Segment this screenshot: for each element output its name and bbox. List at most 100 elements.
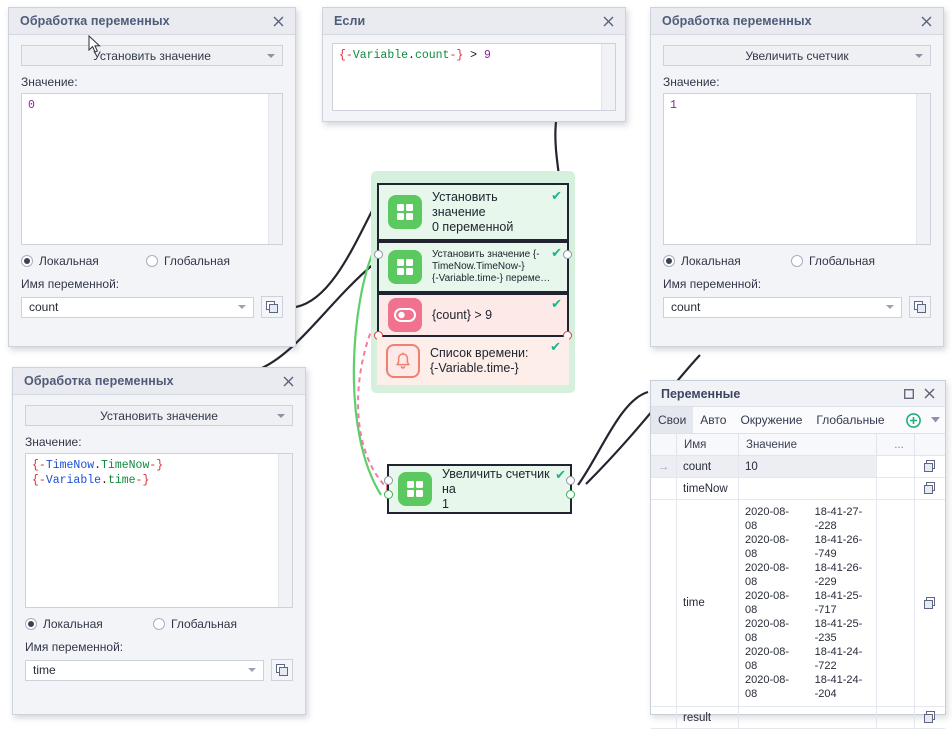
- value-input[interactable]: {-TimeNow.TimeNow-} {-Variable.time-}: [25, 453, 293, 608]
- close-icon[interactable]: [269, 12, 287, 30]
- chevron-down-icon[interactable]: [927, 407, 948, 433]
- close-icon[interactable]: [279, 372, 297, 390]
- status-check-icon: ✔: [555, 467, 566, 482]
- action-select[interactable]: Установить значение: [25, 405, 293, 426]
- maximize-icon[interactable]: [899, 385, 919, 403]
- tab-svoi[interactable]: Свои: [651, 407, 694, 433]
- flow-node-label: Установить значение {- TimeNow.TimeNow-}…: [432, 249, 551, 284]
- variables-panel-titlebar[interactable]: Переменные: [651, 381, 945, 407]
- column-header-more: ...: [877, 434, 915, 455]
- variable-name-input[interactable]: count: [21, 296, 254, 318]
- scope-radio-group[interactable]: Локальная Глобальная: [21, 254, 283, 268]
- node-port-loop-right[interactable]: [566, 490, 575, 499]
- dialog-title: Обработка переменных: [20, 14, 170, 28]
- condition-expression-input[interactable]: {-Variable.count-} > 9: [332, 43, 616, 111]
- row-current-arrow: [651, 707, 677, 728]
- copy-icon[interactable]: [271, 659, 293, 681]
- tab-globalnye[interactable]: Глобальные: [816, 413, 885, 427]
- radio-local[interactable]: Локальная: [663, 254, 791, 268]
- node-port-out-right[interactable]: [566, 476, 575, 485]
- value-input[interactable]: 1: [663, 93, 931, 245]
- radio-global-label: Глобальная: [164, 254, 230, 268]
- dialog-if-condition[interactable]: Если {-Variable.count-} > 9: [322, 7, 626, 122]
- row-more[interactable]: [877, 478, 915, 499]
- row-more[interactable]: [877, 707, 915, 728]
- radio-local[interactable]: Локальная: [21, 254, 146, 268]
- scrollbar[interactable]: [268, 94, 282, 244]
- row-name: timeNow: [677, 478, 739, 499]
- copy-icon[interactable]: [915, 456, 945, 477]
- scrollbar[interactable]: [278, 454, 292, 607]
- dialog-titlebar[interactable]: Если: [323, 8, 625, 35]
- action-select[interactable]: Установить значение: [21, 45, 283, 66]
- row-current-arrow: [651, 500, 677, 706]
- dialog-set-time[interactable]: Обработка переменных Установить значение…: [12, 367, 306, 715]
- copy-icon[interactable]: [261, 296, 283, 318]
- column-header-name: Имя: [677, 434, 739, 455]
- copy-icon[interactable]: [915, 500, 945, 706]
- row-value: [739, 707, 877, 728]
- row-name: result: [677, 707, 739, 728]
- name-label: Имя переменной:: [25, 640, 124, 654]
- flow-node-increment[interactable]: Увеличить счетчик на 1 ✔: [384, 464, 575, 514]
- column-header-arrow: [651, 434, 677, 455]
- radio-local[interactable]: Локальная: [25, 617, 153, 631]
- radio-global[interactable]: Глобальная: [153, 617, 237, 631]
- table-row[interactable]: → count 10: [651, 456, 945, 478]
- node-port-in-left[interactable]: [374, 250, 383, 259]
- variables-panel[interactable]: Переменные Свои Авто Окружение Глобальны…: [650, 380, 946, 729]
- plus-circle-icon[interactable]: [900, 407, 927, 433]
- scope-radio-group[interactable]: Локальная Глобальная: [25, 617, 293, 631]
- row-value: 10: [739, 456, 877, 477]
- radio-global[interactable]: Глобальная: [791, 254, 875, 268]
- value-input[interactable]: 0: [21, 93, 283, 245]
- variable-name-input[interactable]: count: [663, 296, 902, 318]
- scrollbar[interactable]: [916, 94, 930, 244]
- dialog-title: Обработка переменных: [662, 14, 812, 28]
- value-label: Значение:: [663, 75, 720, 89]
- row-more[interactable]: [877, 500, 915, 706]
- dialog-increment-count[interactable]: Обработка переменных Увеличить счетчик З…: [650, 7, 944, 347]
- variable-name-input[interactable]: time: [25, 659, 264, 681]
- radio-dot: [153, 618, 165, 630]
- radio-global[interactable]: Глобальная: [146, 254, 230, 268]
- variables-tabs[interactable]: Свои Авто Окружение Глобальные: [651, 407, 945, 434]
- chevron-down-icon: [238, 305, 246, 309]
- copy-icon[interactable]: [915, 707, 945, 728]
- dialog-titlebar[interactable]: Обработка переменных: [13, 368, 305, 395]
- flow-node-condition[interactable]: {count} > 9 ✔: [374, 293, 572, 340]
- radio-dot: [146, 255, 158, 267]
- variable-name-value: time: [33, 663, 56, 677]
- tab-avto[interactable]: Авто: [700, 413, 727, 427]
- close-icon[interactable]: [917, 12, 935, 30]
- scope-radio-group[interactable]: Локальная Глобальная: [663, 254, 931, 268]
- node-port-loop-left[interactable]: [384, 490, 393, 499]
- flow-node-set-zero[interactable]: Установить значение 0 переменной ✔: [377, 183, 569, 241]
- dialog-titlebar[interactable]: Обработка переменных: [651, 8, 943, 35]
- flow-node-label: Список времени: {-Variable.time-}: [430, 346, 529, 375]
- row-more[interactable]: [877, 456, 915, 477]
- tab-okruzhenie[interactable]: Окружение: [740, 413, 803, 427]
- table-row[interactable]: result: [651, 707, 945, 729]
- dialog-set-count[interactable]: Обработка переменных Установить значение…: [8, 7, 296, 347]
- node-port-in-left[interactable]: [384, 476, 393, 485]
- table-row[interactable]: timeNow: [651, 478, 945, 500]
- dialog-titlebar[interactable]: Обработка переменных: [9, 8, 295, 35]
- action-select[interactable]: Увеличить счетчик: [663, 45, 931, 66]
- radio-dot: [663, 255, 675, 267]
- close-icon[interactable]: [919, 385, 939, 403]
- node-port-out-right[interactable]: [563, 250, 572, 259]
- copy-icon[interactable]: [909, 296, 931, 318]
- status-check-icon: ✔: [551, 245, 562, 260]
- scrollbar[interactable]: [601, 44, 615, 110]
- column-header-value: Значение: [739, 434, 877, 455]
- chevron-down-icon: [277, 413, 285, 418]
- flow-node-set-timenow[interactable]: Установить значение {- TimeNow.TimeNow-}…: [374, 241, 572, 293]
- close-icon[interactable]: [599, 12, 617, 30]
- copy-icon[interactable]: [915, 478, 945, 499]
- flow-node-notify-times[interactable]: Список времени: {-Variable.time-} ✔: [377, 337, 569, 385]
- expression-text: {-Variable.count-} > 9: [339, 49, 491, 62]
